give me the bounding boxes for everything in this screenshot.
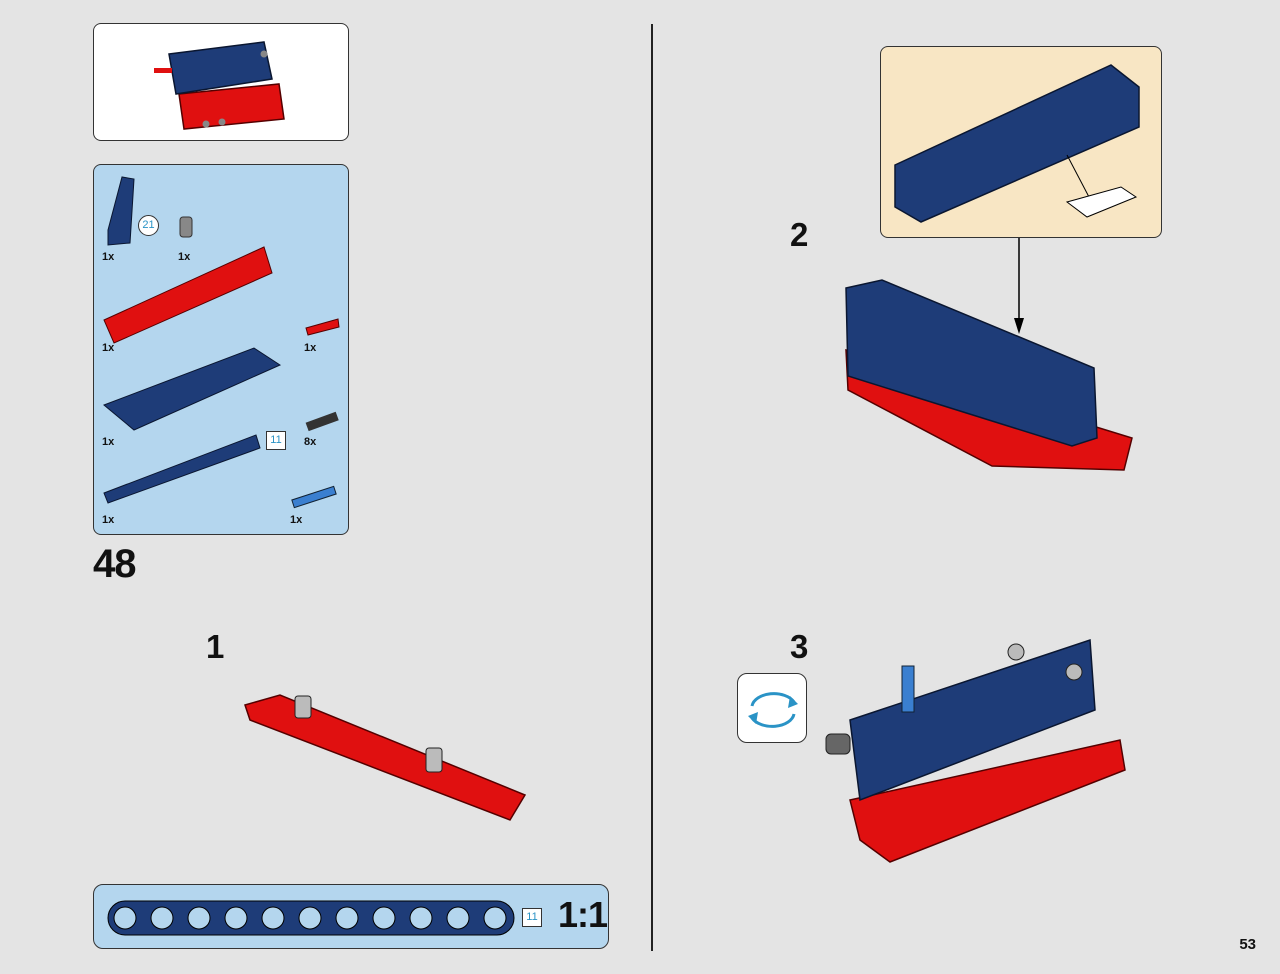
length-box: 11 [266, 431, 286, 450]
rotate-icon [748, 692, 798, 728]
part-qty: 1x [102, 251, 115, 263]
ruler-length-box: 11 [522, 908, 542, 927]
scale-label: 1:1 [558, 894, 608, 935]
part-qty: 1x [178, 251, 191, 263]
substep-3-illustration [825, 638, 1126, 863]
length-badge-circle: 21 [138, 215, 159, 236]
substep-2-illustration [845, 279, 1133, 471]
arrow-down-icon [1014, 238, 1024, 334]
callout-illustration [894, 64, 1140, 223]
step-number: 48 [93, 542, 136, 586]
part-qty: 1x [304, 342, 317, 354]
column-divider [651, 24, 653, 951]
part-qty: 1x [102, 436, 115, 448]
part-qty: 1x [102, 514, 115, 526]
part-qty: 1x [290, 514, 303, 526]
substep-number: 1 [206, 628, 225, 665]
substep-1-illustration [244, 694, 527, 821]
substep-number: 3 [790, 628, 809, 665]
rotate-model-button [737, 673, 807, 743]
part-qty: 8x [304, 436, 317, 448]
detail-callout [880, 46, 1162, 238]
subassembly-illustration [154, 41, 285, 130]
page-number: 53 [1239, 936, 1256, 953]
part-qty: 1x [102, 342, 115, 354]
ruler-illustration [107, 900, 515, 936]
parts-illustrations [103, 176, 340, 509]
substep-number: 2 [790, 216, 809, 253]
subassembly-preview [93, 23, 349, 141]
parts-list-panel: 21 11 1x 1x 1x 1x 1x 8x 1x 1x [93, 164, 349, 535]
